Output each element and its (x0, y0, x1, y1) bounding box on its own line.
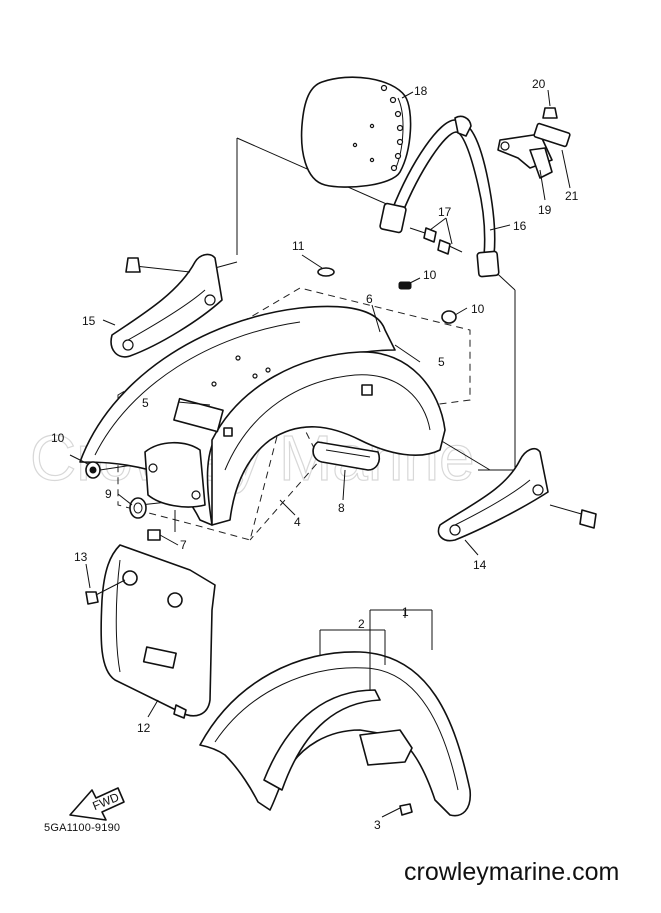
footer-site-url[interactable]: crowleymarine.com (404, 858, 620, 886)
callout-14: 14 (473, 558, 487, 572)
callout-12: 12 (137, 721, 151, 735)
sissy-bar-frame (379, 115, 500, 278)
callout-17: 17 (438, 205, 452, 219)
callout-1: 1 (402, 605, 409, 619)
callout-21: 21 (565, 189, 579, 203)
callout-15: 15 (82, 314, 96, 328)
callout-10a: 10 (51, 431, 65, 445)
callout-2: 2 (358, 617, 365, 631)
fwd-arrow-icon: FWD (69, 787, 125, 821)
callout-3: 3 (374, 818, 381, 832)
callout-16: 16 (513, 219, 527, 233)
callout-9: 9 (105, 487, 112, 501)
callout-labels: 1 2 3 4 5 5 6 7 8 9 10 10 10 11 12 13 14… (51, 77, 579, 832)
bolt-17 (409, 227, 463, 255)
side-cover (100, 544, 216, 719)
callout-19: 19 (538, 203, 552, 217)
callout-7: 7 (180, 538, 187, 552)
callout-6: 6 (366, 292, 373, 306)
right-bracket (437, 448, 597, 542)
clamp-bracket (497, 107, 571, 179)
small-hardware (85, 267, 457, 541)
bolt-13 (85, 579, 126, 605)
callout-5a: 5 (438, 355, 445, 369)
rear-fender (79, 305, 446, 526)
left-bracket (110, 253, 223, 358)
callout-5b: 5 (142, 396, 149, 410)
callout-4: 4 (294, 515, 301, 529)
callout-10c: 10 (471, 302, 485, 316)
diagram-code: 5GA1100-9190 (44, 822, 121, 834)
callout-8: 8 (338, 501, 345, 515)
callout-11: 11 (292, 239, 305, 253)
front-fender (199, 651, 472, 817)
callout-18: 18 (414, 84, 428, 98)
callout-leaders (69, 89, 571, 818)
callout-10b: 10 (423, 268, 437, 282)
backrest-pad (300, 76, 412, 188)
callout-20: 20 (532, 77, 546, 91)
callout-13: 13 (74, 550, 88, 564)
